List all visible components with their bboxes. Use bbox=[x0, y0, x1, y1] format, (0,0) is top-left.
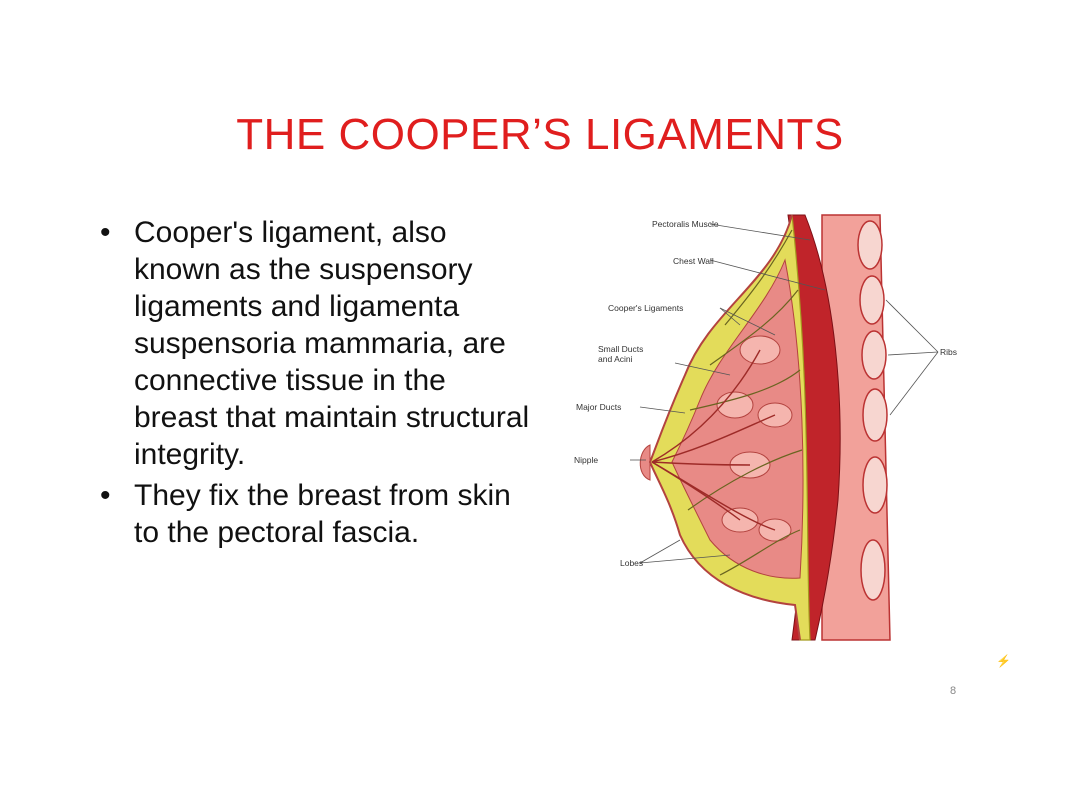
label-lobes: Lobes bbox=[620, 558, 643, 568]
ribs bbox=[857, 220, 888, 601]
bullet-dot: • bbox=[100, 216, 111, 249]
label-coopers-ligaments: Cooper's Ligaments bbox=[608, 303, 683, 313]
bullet-list: • Cooper's ligament, also known as the su… bbox=[96, 214, 536, 555]
label-chest-wall: Chest Wall bbox=[673, 256, 714, 266]
label-nipple: Nipple bbox=[574, 455, 598, 465]
label-small-ducts: Small Ducts bbox=[598, 344, 643, 354]
breast-anatomy-illustration: Pectoralis Muscle Chest Wall Cooper's Li… bbox=[574, 214, 957, 641]
bullet-dot: • bbox=[100, 479, 111, 512]
bullet-item: • Cooper's ligament, also known as the su… bbox=[96, 214, 536, 473]
corner-icon: ⚡ bbox=[996, 654, 1011, 668]
leader-lines bbox=[630, 223, 939, 564]
nipple bbox=[639, 444, 651, 481]
label-ribs: Ribs bbox=[940, 347, 957, 357]
label-major-ducts: Major Ducts bbox=[576, 402, 621, 412]
coopers-ligaments bbox=[687, 229, 803, 576]
lobules bbox=[716, 335, 793, 542]
label-pectoralis-muscle: Pectoralis Muscle bbox=[652, 219, 719, 229]
bullet-text: Cooper's ligament, also known as the sus… bbox=[134, 216, 530, 471]
bullet-text: They fix the breast from skin to the pec… bbox=[134, 479, 511, 549]
label-and-acini: and Acini bbox=[598, 354, 633, 364]
major-ducts bbox=[651, 349, 776, 531]
slide-title: THE COOPER’S LIGAMENTS bbox=[236, 110, 844, 159]
bullet-item: • They fix the breast from skin to the pe… bbox=[96, 477, 536, 551]
page-number: 8 bbox=[950, 685, 957, 697]
skin-outline bbox=[648, 214, 801, 641]
